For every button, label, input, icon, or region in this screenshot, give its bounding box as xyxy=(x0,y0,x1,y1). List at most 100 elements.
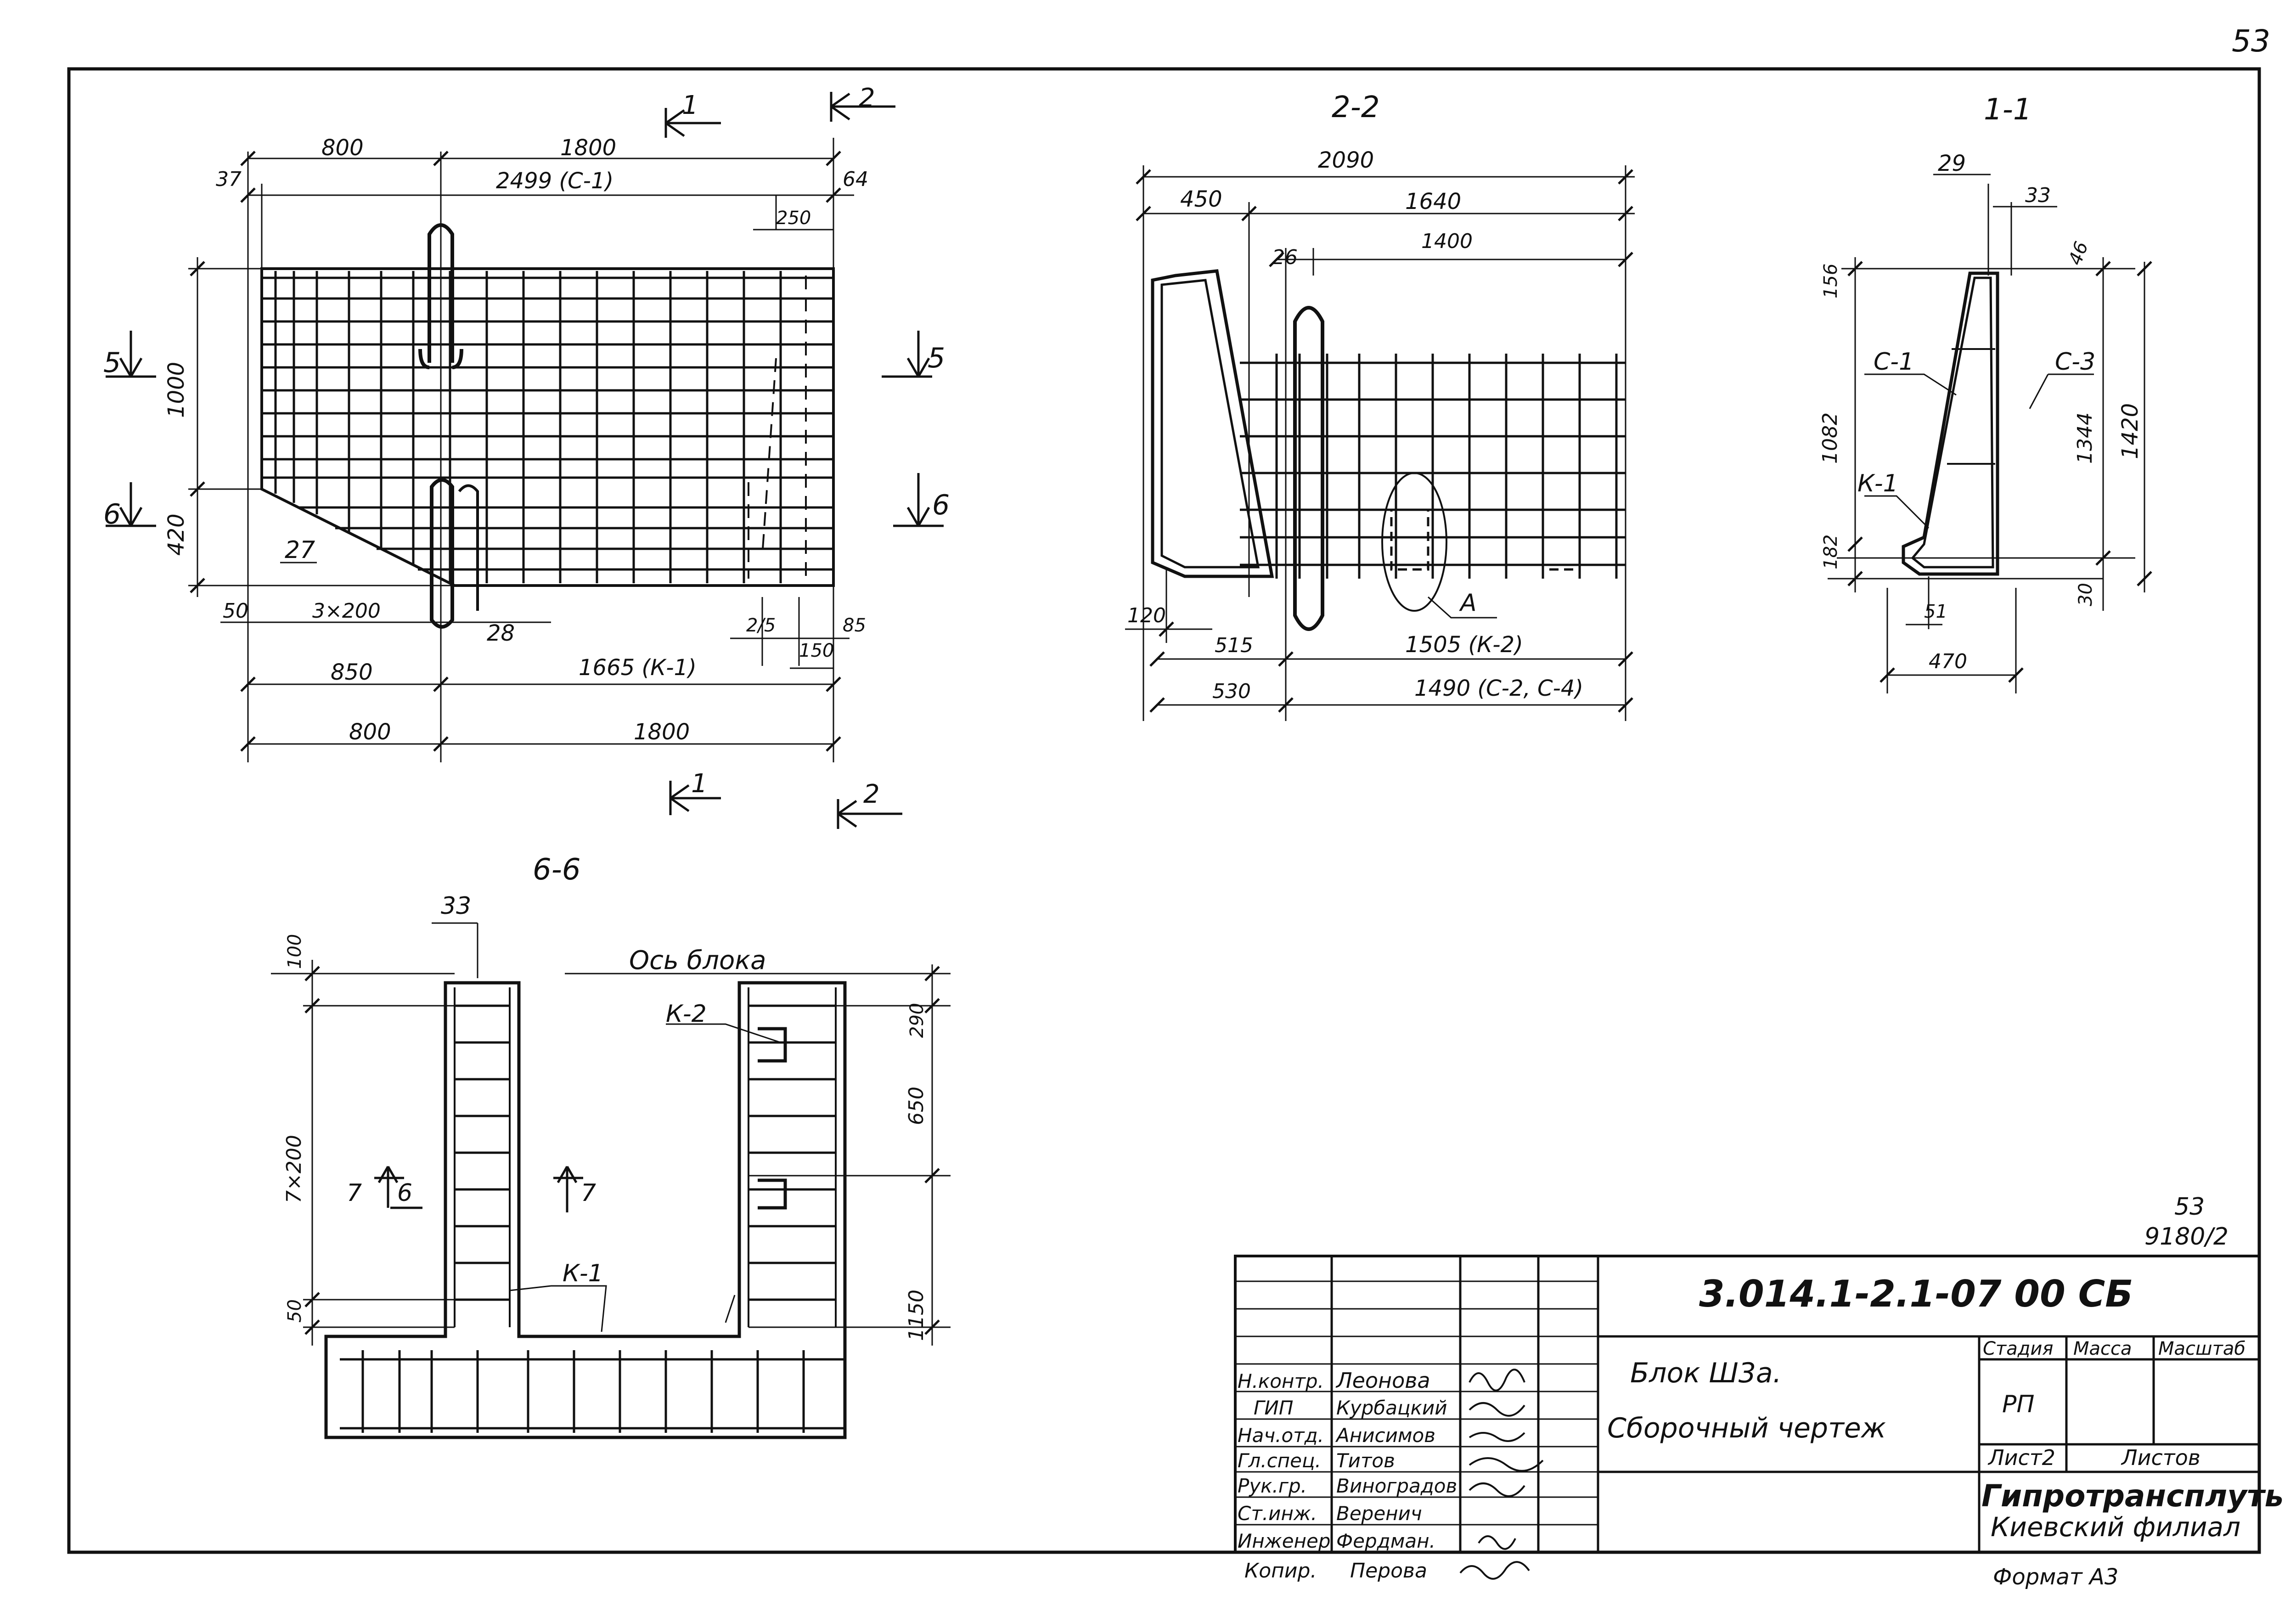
s11-dim-1082: 1082 xyxy=(1818,412,1842,464)
plan-dim-bottom-3x200: 3×200 xyxy=(312,599,381,623)
role-1: Н.контр. xyxy=(1238,1370,1324,1392)
svg-text:1: 1 xyxy=(691,769,708,799)
s66-label-k2: К-2 xyxy=(666,1000,707,1028)
role-5: Рук.гр. xyxy=(1238,1475,1307,1497)
role-7: Инженер xyxy=(1238,1530,1331,1552)
s11-dim-51: 51 xyxy=(1924,601,1947,622)
s66-label-6: 6 xyxy=(397,1179,412,1207)
role-6: Ст.инж. xyxy=(1238,1502,1317,1525)
s22-dim-1640: 1640 xyxy=(1405,189,1461,214)
s22-dim-1505: 1505 (К-2) xyxy=(1405,632,1523,658)
section-1-1-title: 1-1 xyxy=(1984,93,2032,127)
s22-dim-120: 120 xyxy=(1127,604,1166,627)
s22-dim-1400: 1400 xyxy=(1421,230,1473,253)
s11-dim-29: 29 xyxy=(1938,151,1966,176)
plan-dim-bottom-85: 85 xyxy=(843,615,866,636)
section-mark-5-right: 5 xyxy=(882,331,945,378)
plan-dim-top-1: 800 xyxy=(321,135,364,161)
role-3: Нач.отд. xyxy=(1238,1424,1324,1447)
section-mark-5-left: 5 xyxy=(103,331,156,379)
s22-dim-515: 515 xyxy=(1215,634,1253,657)
plan-label-27: 27 xyxy=(285,536,315,564)
sheet-ref-code: 9180/2 xyxy=(2144,1223,2228,1251)
s11-dim-182: 182 xyxy=(1820,535,1841,569)
copied-name: Перова xyxy=(1350,1559,1427,1583)
s66-dim-100: 100 xyxy=(284,934,305,969)
section-mark-6-left: 6 xyxy=(103,482,156,530)
section-1-1: 1-1 29 33 46 156 1082 182 1344 1420 30 5… xyxy=(1818,93,2152,693)
s66-dim-1150: 1150 xyxy=(905,1290,928,1341)
svg-text:6: 6 xyxy=(932,489,950,521)
s66-label-k1: К-1 xyxy=(563,1260,603,1287)
s11-label-c3: С-3 xyxy=(2055,348,2095,376)
plan-dim-bottom-800: 800 xyxy=(349,719,391,745)
svg-text:5: 5 xyxy=(928,342,945,374)
svg-text:6: 6 xyxy=(103,498,121,530)
plan-dim-top-5: 64 xyxy=(843,168,868,191)
s66-dim-650: 650 xyxy=(905,1087,928,1125)
s66-label-33: 33 xyxy=(441,892,471,920)
name-4: Титов xyxy=(1336,1449,1395,1472)
section-2-2: 2-2 А 2090 450 1640 26 1400 120 515 1505… xyxy=(1125,90,1635,721)
s11-label-k1: К-1 xyxy=(1857,470,1898,497)
org-name: Гипротрансплуть xyxy=(1981,1478,2284,1514)
s11-dim-1420: 1420 xyxy=(2117,403,2143,459)
s66-label-7-right: 7 xyxy=(581,1179,596,1207)
s66-dim-7x200: 7×200 xyxy=(282,1135,306,1203)
svg-text:5: 5 xyxy=(103,347,121,379)
plan-label-28: 28 xyxy=(487,620,515,646)
copied-label: Копир. xyxy=(1244,1559,1317,1583)
s66-label-7-left: 7 xyxy=(347,1179,362,1207)
sheet-label: Лист2 xyxy=(1987,1445,2055,1470)
doc-name-line1: Блок Ш3а. xyxy=(1630,1357,1782,1389)
plan-dim-top-3: 37 xyxy=(216,168,242,191)
stage-value: РП xyxy=(2002,1391,2034,1418)
section-mark-2-bottom: 2 xyxy=(837,779,902,829)
s11-dim-470: 470 xyxy=(1929,650,1967,673)
s11-dim-30: 30 xyxy=(2075,583,2096,606)
s22-dim-530: 530 xyxy=(1212,680,1251,703)
col-stage: Стадия xyxy=(1983,1338,2053,1359)
s22-dim-1490: 1490 (С-2, С-4) xyxy=(1414,676,1583,701)
s11-dim-156: 156 xyxy=(1820,264,1841,299)
page-number: 53 xyxy=(2232,23,2270,59)
svg-text:2: 2 xyxy=(859,83,875,113)
plan-dim-left-2: 420 xyxy=(163,513,189,556)
format-label: Формат А3 xyxy=(1993,1564,2118,1590)
name-2: Курбацкий xyxy=(1336,1397,1447,1419)
section-mark-1-top: 1 xyxy=(664,90,721,138)
s11-label-c1: С-1 xyxy=(1874,348,1914,376)
name-1: Леонова xyxy=(1335,1368,1430,1393)
doc-name-line2: Сборочный чертеж xyxy=(1607,1412,1886,1444)
callout-a-ellipse xyxy=(1381,472,1447,612)
section-mark-6-right: 6 xyxy=(893,473,950,527)
section-6-6-title: 6-6 xyxy=(533,853,581,887)
svg-text:2: 2 xyxy=(863,779,880,809)
plan-dim-bottom-1800: 1800 xyxy=(634,719,690,745)
plan-dim-left-1: 1000 xyxy=(163,362,189,418)
org-branch: Киевский филиал xyxy=(1991,1511,2240,1543)
col-scale: Масштаб xyxy=(2158,1338,2245,1359)
plan-dim-top-4: 2499 (С-1) xyxy=(496,168,613,194)
role-4: Гл.спец. xyxy=(1238,1449,1321,1472)
s66-dim-290: 290 xyxy=(906,1003,928,1038)
sheet-ref-num: 53 xyxy=(2174,1193,2205,1221)
name-5: Виноградов xyxy=(1336,1475,1457,1497)
svg-text:1: 1 xyxy=(682,90,698,120)
s22-dim-450: 450 xyxy=(1180,186,1222,212)
role-2: ГИП xyxy=(1254,1397,1293,1419)
sheet-frame xyxy=(67,67,2261,1554)
plan-view: 800 1800 37 2499 (С-1) 64 250 1000 420 5… xyxy=(103,83,950,829)
name-3: Анисимов xyxy=(1335,1424,1435,1447)
name-7: Фердман. xyxy=(1336,1530,1435,1552)
plan-dim-bottom-850: 850 xyxy=(331,659,373,685)
plan-dim-top-6: 250 xyxy=(776,208,811,229)
col-mass: Масса xyxy=(2073,1338,2132,1359)
signature-marks xyxy=(1469,1369,1544,1550)
section-mark-2-top: 2 xyxy=(830,83,895,122)
section-mark-1-bottom: 1 xyxy=(669,769,721,815)
title-block: 3.014.1-2.1-07 00 СБ Блок Ш3а. Сборочный… xyxy=(1234,1255,2284,1590)
section-6-6: 6-6 33 100 7×200 50 290 650 1150 Ось бло… xyxy=(271,853,951,1439)
name-6: Веренич xyxy=(1336,1502,1422,1525)
